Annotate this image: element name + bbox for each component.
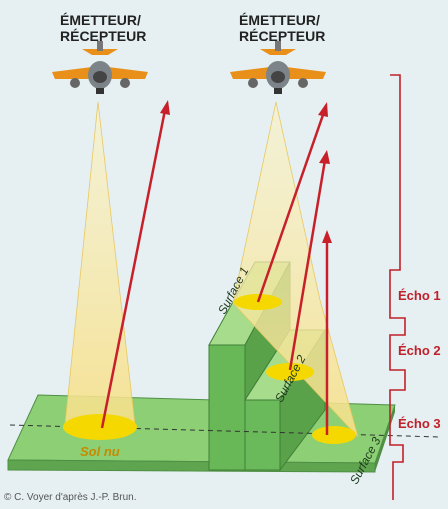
echo-waveform <box>389 74 406 500</box>
plane-label-left-line2: RÉCEPTEUR <box>60 28 147 44</box>
plane-label-right: ÉMETTEUR/ RÉCEPTEUR <box>239 12 326 44</box>
echo-label-1: Écho 1 <box>398 288 441 303</box>
echo-label-2: Écho 2 <box>398 343 441 358</box>
return-arrows <box>100 100 332 435</box>
plane-label-left: ÉMETTEUR/ RÉCEPTEUR <box>60 12 147 44</box>
spot-surface3 <box>312 426 356 444</box>
airplane-right <box>230 41 326 94</box>
plane-label-right-line1: ÉMETTEUR/ <box>239 12 320 28</box>
airplane-left <box>52 41 148 94</box>
plane-label-left-line1: ÉMETTEUR/ <box>60 12 141 28</box>
plane-label-right-line2: RÉCEPTEUR <box>239 28 326 44</box>
beam-left <box>63 101 137 440</box>
echo-label-3: Écho 3 <box>398 416 441 431</box>
spot-surface2 <box>266 363 314 381</box>
image-credit: © C. Voyer d'après J.-P. Brun. <box>4 492 137 503</box>
ground-label: Sol nu <box>80 444 120 459</box>
